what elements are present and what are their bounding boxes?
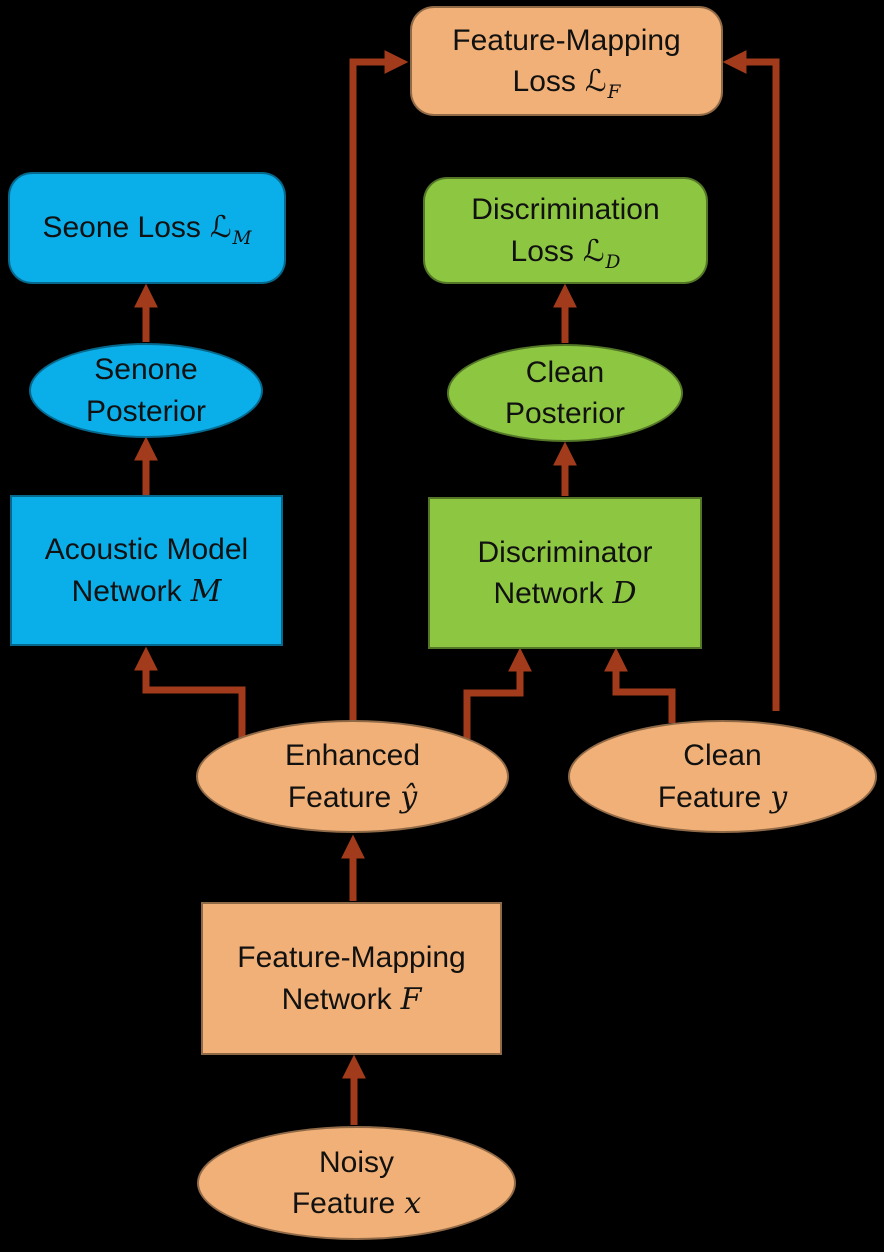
label-line-1: Enhanced	[284, 739, 421, 773]
label-line-1: Discriminator	[477, 535, 653, 569]
label-line-1: Clean	[683, 739, 762, 773]
clean-posterior-label: Clean Posterior	[505, 352, 625, 435]
script-L-symbol: ℒ	[209, 210, 232, 246]
senone-posterior-label: Senone Posterior	[86, 349, 206, 432]
arrow-clean-to-discriminator	[604, 647, 676, 723]
label-line-1: Noisy	[318, 1145, 394, 1179]
script-L-symbol: ℒ	[584, 64, 607, 99]
loss-subscript: D	[605, 251, 621, 273]
label-line-2: Posterior	[85, 394, 207, 428]
label-line-1: Senone	[94, 353, 198, 387]
network-variable: F	[400, 981, 422, 1017]
script-L-symbol: ℒ	[582, 233, 605, 269]
feature-variable: y	[770, 779, 788, 815]
loss-subscript: F	[607, 82, 621, 103]
label-line-1: Feature-Mapping	[452, 23, 681, 57]
label-line-1: Discrimination	[471, 193, 660, 227]
label-line-1: Acoustic Model	[44, 533, 249, 567]
loss-subscript: M	[232, 228, 252, 250]
label-line-1: Feature-Mapping	[237, 941, 466, 975]
feature-variable: ŷ	[400, 779, 418, 815]
feature-variable: x	[404, 1186, 422, 1221]
label-line-1: Clean	[525, 355, 605, 389]
network-variable: D	[612, 576, 637, 611]
clean-posterior-node: Clean Posterior	[447, 344, 683, 442]
label-line-2: Posterior	[504, 397, 626, 430]
arrow-enhanced-to-discriminator	[463, 647, 532, 739]
arrow-clean-to-feature-mapping-loss	[722, 50, 780, 711]
senone-posterior-node: Senone Posterior	[29, 343, 263, 438]
arrow-enhanced-to-feature-mapping-loss	[349, 50, 409, 720]
network-variable: M	[190, 573, 222, 609]
arrow-enhanced-to-acoustic	[134, 646, 246, 738]
